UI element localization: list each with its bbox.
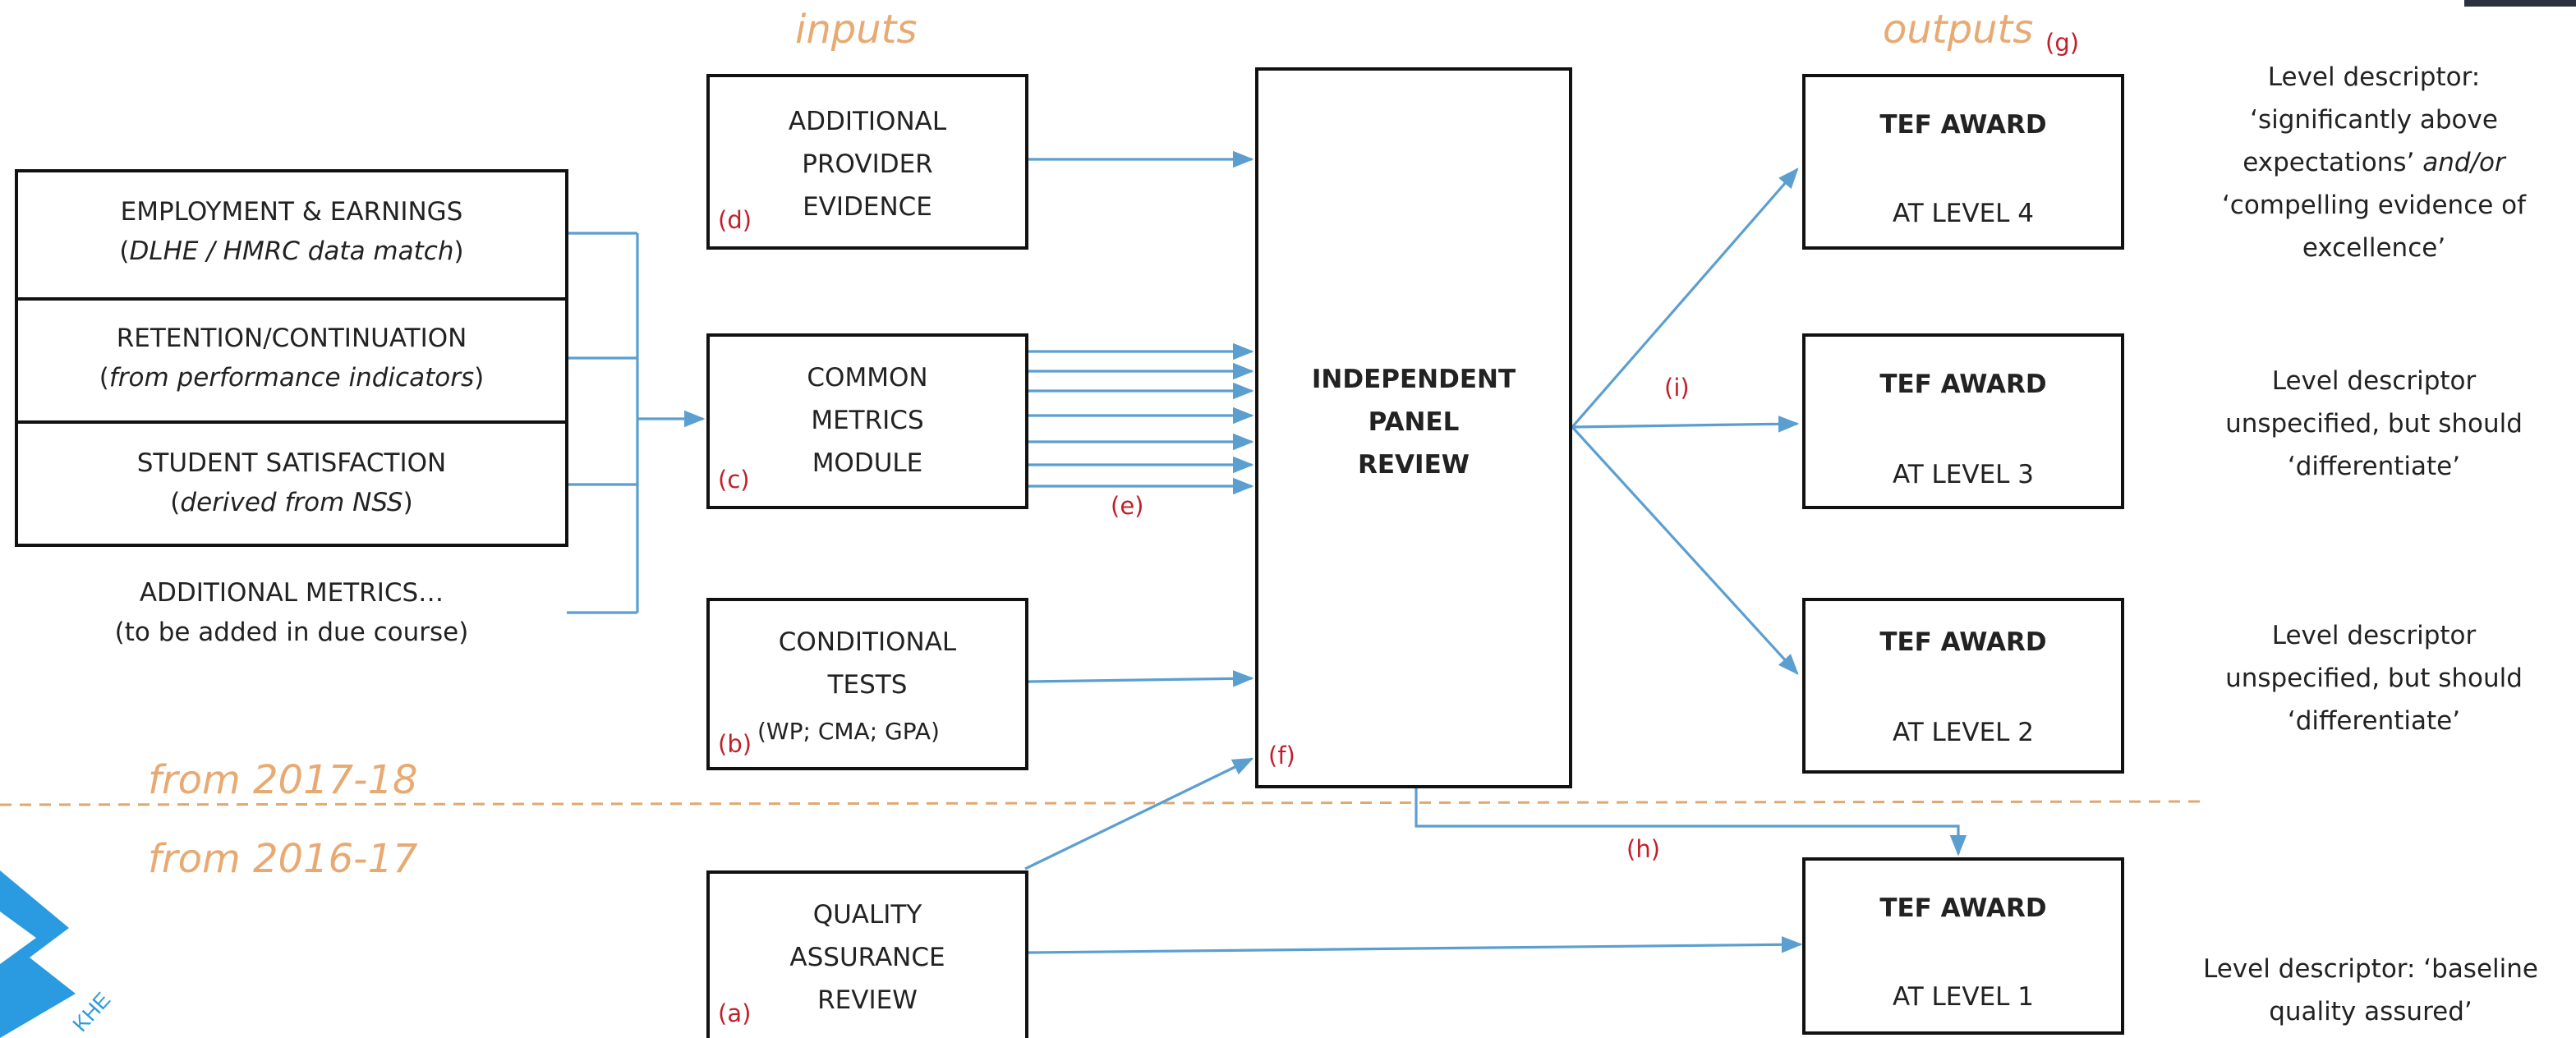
metrics-bracket — [567, 232, 706, 614]
conditional-tests-detail: (WP; CMA; GPA) — [757, 719, 940, 746]
metric-source: (derived from NSS) — [170, 488, 413, 517]
award-level-4: TEF AWARD AT LEVEL 4 — [1802, 74, 2124, 250]
metric-retention: RETENTION/CONTINUATION (from performance… — [18, 319, 565, 397]
panel-marker: (f) — [1268, 744, 1295, 770]
metric-title: STUDENT SATISFACTION — [136, 448, 447, 478]
common-metrics-marker: (c) — [718, 468, 750, 494]
additional-metrics: ADDITIONAL METRICS… (to be added in due … — [15, 573, 568, 652]
metric-divider — [18, 297, 565, 301]
phase-label-2016: from 2016-17 — [148, 836, 418, 882]
additional-metrics-note: (to be added in due course) — [114, 618, 469, 647]
logo-text: KHE — [67, 987, 115, 1036]
additional-metrics-title: ADDITIONAL METRICS… — [139, 578, 444, 608]
award-level-3: TEF AWARD AT LEVEL 3 — [1802, 333, 2124, 509]
metric-title: EMPLOYMENT & EARNINGS — [120, 197, 463, 227]
conditional-tests-marker: (b) — [718, 733, 752, 759]
phase-label-2017: from 2017-18 — [148, 757, 418, 803]
award-level-2: TEF AWARD AT LEVEL 2 — [1802, 598, 2124, 774]
quality-assurance-marker: (a) — [718, 1002, 752, 1028]
independent-panel-box: INDEPENDENT PANEL REVIEW (f) — [1255, 67, 1572, 788]
marker-i: (i) — [1664, 376, 1690, 402]
marker-h: (h) — [1626, 838, 1661, 864]
descriptor-level-2: Level descriptor unspecified, but should… — [2225, 621, 2523, 736]
input-arrows — [1024, 150, 1803, 954]
common-metrics-label: COMMON METRICS MODULE — [807, 363, 928, 478]
award-level: AT LEVEL 4 — [1892, 199, 2035, 228]
metric-employment: EMPLOYMENT & EARNINGS (DLHE / HMRC data … — [18, 192, 565, 271]
award-level: AT LEVEL 2 — [1892, 718, 2035, 747]
descriptor-level-1: Level descriptor: ‘baseline quality assu… — [2203, 954, 2538, 1027]
provider-evidence-box: ADDITIONAL PROVIDER EVIDENCE (d) — [706, 74, 1028, 250]
conditional-tests-box: CONDITIONAL TESTS (WP; CMA; GPA) (b) — [706, 598, 1028, 770]
metric-title: RETENTION/CONTINUATION — [116, 324, 467, 353]
outputs-header: outputs — [1883, 7, 2034, 53]
quality-assurance-label: QUALITY ASSURANCE REVIEW — [789, 900, 945, 1015]
metric-satisfaction: STUDENT SATISFACTION (derived from NSS) — [18, 443, 565, 522]
outputs-marker: (g) — [2045, 31, 2080, 57]
common-metrics-box: COMMON METRICS MODULE (c) — [706, 333, 1028, 509]
inputs-header: inputs — [795, 7, 918, 53]
metric-source: (from performance indicators) — [99, 363, 485, 393]
output-arrows — [1414, 168, 1967, 857]
corner-photo — [2464, 0, 2576, 7]
metric-source: (DLHE / HMRC data match) — [119, 237, 464, 266]
award-level-1: TEF AWARD AT LEVEL 1 — [1802, 857, 2124, 1035]
award-level: AT LEVEL 1 — [1892, 982, 2035, 1012]
provider-evidence-label: ADDITIONAL PROVIDER EVIDENCE — [788, 107, 947, 222]
metrics-stack: EMPLOYMENT & EARNINGS (DLHE / HMRC data … — [15, 169, 568, 547]
phase-divider — [0, 800, 2202, 806]
khe-logo: KHE — [0, 870, 115, 1038]
metric-divider — [18, 420, 565, 424]
conditional-tests-label: CONDITIONAL TESTS — [778, 627, 957, 700]
independent-panel-label: INDEPENDENT PANEL REVIEW — [1311, 365, 1516, 480]
provider-evidence-marker: (d) — [718, 209, 752, 235]
descriptor-level-3: Level descriptor unspecified, but should… — [2225, 366, 2523, 481]
award-title: TEF AWARD — [1879, 893, 2047, 923]
award-title: TEF AWARD — [1879, 110, 2047, 140]
descriptor-level-4: Level descriptor: ‘significantly above e… — [2221, 62, 2527, 263]
award-title: TEF AWARD — [1879, 627, 2047, 657]
quality-assurance-box: QUALITY ASSURANCE REVIEW (a) — [706, 870, 1028, 1038]
award-level: AT LEVEL 3 — [1892, 460, 2035, 489]
award-title: TEF AWARD — [1879, 370, 2047, 399]
marker-e: (e) — [1111, 494, 1144, 521]
